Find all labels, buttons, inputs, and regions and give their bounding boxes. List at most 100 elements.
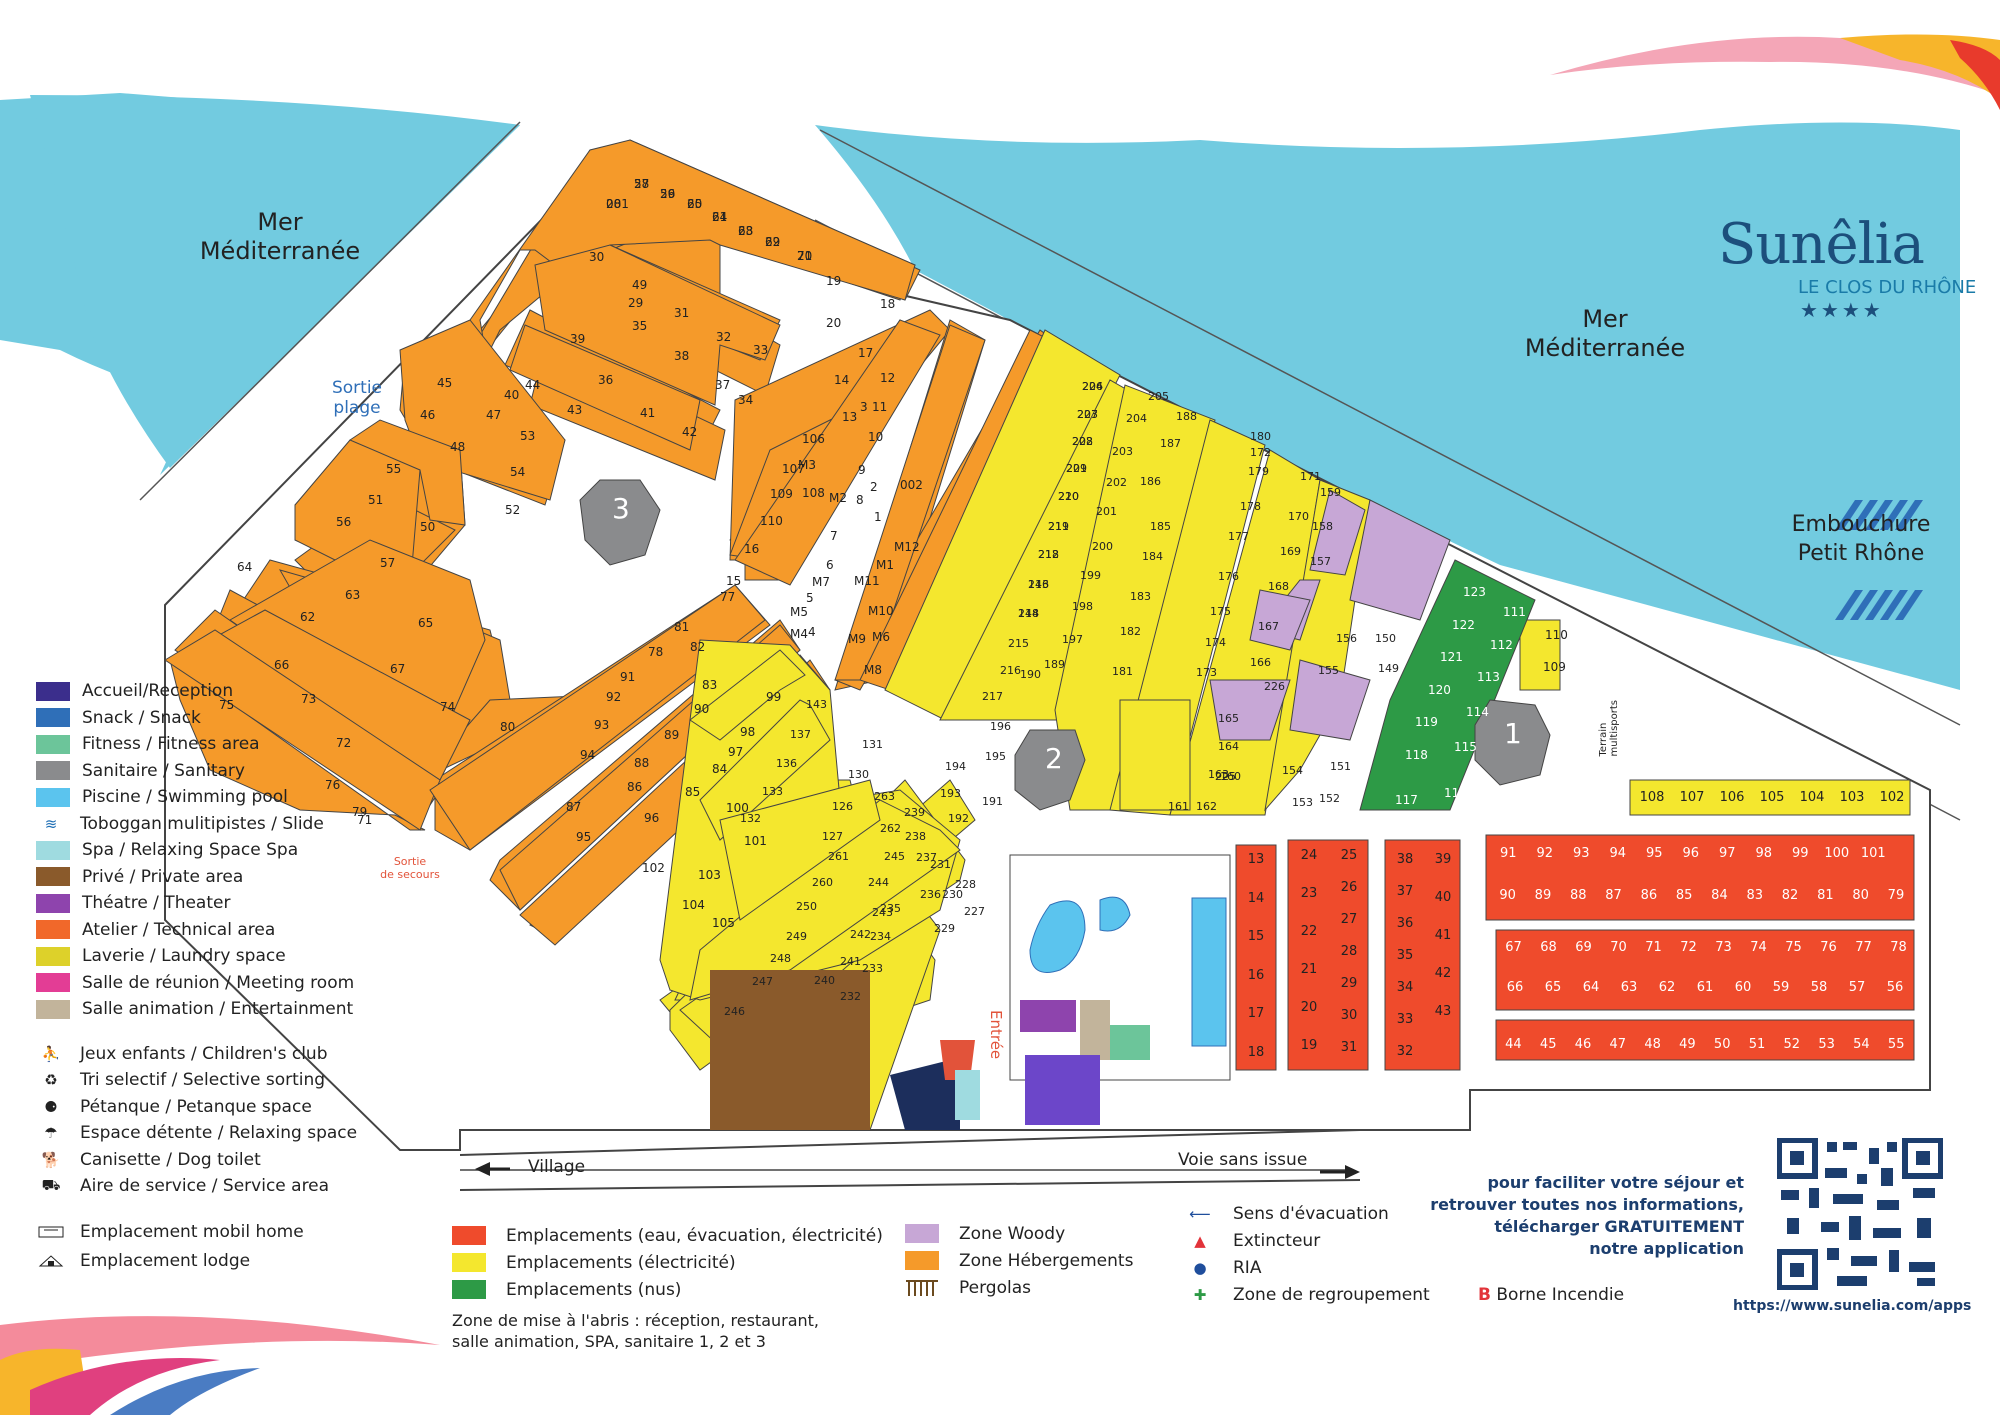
pitch-orange[interactable]: 53 xyxy=(520,429,536,443)
pitch-red[interactable]: 48 xyxy=(1644,1037,1661,1052)
pitch-yellow[interactable]: 260 xyxy=(812,876,833,889)
pitch-orange[interactable]: 78 xyxy=(648,645,664,659)
pitch-orange[interactable]: 13 xyxy=(842,410,858,424)
pitch-orange[interactable]: 26 xyxy=(660,187,676,201)
pitch-yellow[interactable]: 166 xyxy=(1250,656,1271,669)
pitch-orange[interactable]: 45 xyxy=(437,376,453,390)
pitch-orange[interactable]: 002 xyxy=(900,478,923,492)
pitch-orange[interactable]: 89 xyxy=(664,728,680,742)
pitch-yellow[interactable]: 146 xyxy=(1028,578,1049,591)
pitch-yellow[interactable]: 204 xyxy=(1126,412,1147,425)
pitch-orange[interactable]: 104 xyxy=(682,898,705,912)
pitch-orange[interactable]: M2 xyxy=(829,491,847,505)
pitch-green[interactable]: 112 xyxy=(1490,638,1513,652)
pitch-green[interactable]: 113 xyxy=(1477,670,1500,684)
pitch-yellow[interactable]: 226 xyxy=(1264,680,1285,693)
pitch-orange[interactable]: 73 xyxy=(301,692,317,706)
pitch-yellow[interactable]: 181 xyxy=(1112,665,1133,678)
pitch-yellow[interactable]: 182 xyxy=(1120,625,1141,638)
pitch-red[interactable]: 89 xyxy=(1534,888,1552,903)
pitch-orange[interactable]: 34 xyxy=(738,393,754,407)
pitch-yellow[interactable]: 109 xyxy=(1543,660,1566,674)
pitch-red[interactable]: 41 xyxy=(1434,928,1452,943)
pitch-orange[interactable]: 29 xyxy=(628,296,644,310)
pitch-yellow[interactable]: 183 xyxy=(1130,590,1151,603)
pitch-yellow[interactable]: 262 xyxy=(880,822,901,835)
pitch-orange[interactable]: 8 xyxy=(856,493,864,507)
pitch-yellow[interactable]: 238 xyxy=(905,830,926,843)
pitch-orange[interactable]: 63 xyxy=(345,588,361,602)
pitch-yellow[interactable]: 199 xyxy=(1080,569,1101,582)
pitch-yellow[interactable]: 203 xyxy=(1112,445,1133,458)
pitch-orange[interactable]: 88 xyxy=(634,756,650,770)
pitch-green[interactable]: 123 xyxy=(1463,585,1486,599)
pitch-yellow[interactable]: 211 xyxy=(1048,520,1069,533)
pitch-red[interactable]: 101 xyxy=(1860,846,1886,861)
pitch-yellow[interactable]: 155 xyxy=(1318,664,1339,677)
pitch-orange[interactable]: 39 xyxy=(570,332,586,346)
pitch-orange[interactable]: 67 xyxy=(390,662,406,676)
pitch-red[interactable]: 82 xyxy=(1781,888,1799,903)
pitch-orange[interactable]: 23 xyxy=(738,224,754,238)
pitch-red[interactable]: 71 xyxy=(1645,940,1662,955)
pitch-red[interactable]: 32 xyxy=(1396,1044,1414,1059)
pitch-red[interactable]: 68 xyxy=(1540,940,1557,955)
pitch-orange[interactable]: 62 xyxy=(300,610,316,624)
pitch-orange[interactable]: 75 xyxy=(219,698,235,712)
pitch-red[interactable]: 70 xyxy=(1610,940,1627,955)
pitch-orange[interactable]: 81 xyxy=(674,620,690,634)
pitch-yellow[interactable]: 165 xyxy=(1218,712,1239,725)
pitch-yellow[interactable]: 261 xyxy=(828,850,849,863)
pitch-orange[interactable]: 30 xyxy=(589,250,605,264)
pitch-red[interactable]: 97 xyxy=(1718,846,1736,861)
pitch-red[interactable]: 92 xyxy=(1536,846,1554,861)
pitch-orange[interactable]: 91 xyxy=(620,670,636,684)
pitch-yellow[interactable]: 250 xyxy=(796,900,817,913)
pitch-yellow[interactable]: 105 xyxy=(1759,790,1785,805)
pitch-orange[interactable]: 37 xyxy=(715,378,731,392)
pitch-yellow[interactable]: 160 xyxy=(1220,770,1241,783)
pitch-orange[interactable]: 12 xyxy=(880,371,896,385)
pitch-red[interactable]: 65 xyxy=(1544,980,1562,995)
pitch-green[interactable]: 114 xyxy=(1466,705,1489,719)
pitch-yellow[interactable]: 180 xyxy=(1250,430,1271,443)
pitch-orange[interactable]: 42 xyxy=(682,425,698,439)
pitch-orange[interactable]: 21 xyxy=(797,249,813,263)
pitch-yellow[interactable]: 221 xyxy=(1066,462,1087,475)
pitch-orange[interactable]: 4 xyxy=(808,625,816,639)
pitch-yellow[interactable]: 196 xyxy=(990,720,1011,733)
pitch-yellow[interactable]: 240 xyxy=(814,974,835,987)
app-url[interactable]: https://www.sunelia.com/apps xyxy=(1733,1298,1972,1314)
pitch-orange[interactable]: 28 xyxy=(606,197,622,211)
pitch-orange[interactable]: M11 xyxy=(854,574,880,588)
pitch-red[interactable]: 67 xyxy=(1505,940,1522,955)
pitch-yellow[interactable]: 184 xyxy=(1142,550,1163,563)
pitch-yellow[interactable]: 149 xyxy=(1378,662,1399,675)
pitch-yellow[interactable]: 212 xyxy=(1038,548,1059,561)
pitch-yellow[interactable]: 161 xyxy=(1168,800,1189,813)
pitch-red[interactable]: 52 xyxy=(1783,1037,1801,1052)
pitch-yellow[interactable]: 220 xyxy=(1058,490,1079,503)
pitch-orange[interactable]: 94 xyxy=(580,748,596,762)
pitch-red[interactable]: 23 xyxy=(1300,886,1318,901)
pitch-orange[interactable]: 57 xyxy=(380,556,396,570)
pitch-orange[interactable]: 55 xyxy=(386,462,402,476)
pitch-yellow[interactable]: 219 xyxy=(1048,520,1069,533)
pitch-yellow[interactable]: 163 xyxy=(1208,768,1229,781)
pitch-orange[interactable]: 76 xyxy=(325,778,341,792)
pitch-orange[interactable]: 85 xyxy=(685,785,701,799)
pitch-orange[interactable]: 69 xyxy=(765,235,781,249)
pitch-red[interactable]: 45 xyxy=(1539,1037,1557,1052)
pitch-yellow[interactable]: 137 xyxy=(790,728,811,741)
pitch-red[interactable]: 13 xyxy=(1247,852,1265,867)
pitch-orange[interactable]: 71 xyxy=(357,813,373,827)
pitch-yellow[interactable]: 234 xyxy=(870,930,891,943)
pitch-red[interactable]: 99 xyxy=(1791,846,1809,861)
pitch-yellow[interactable]: 148 xyxy=(1018,607,1039,620)
pitch-yellow[interactable]: 106 xyxy=(1719,790,1745,805)
pitch-orange[interactable]: 17 xyxy=(858,346,874,360)
pitch-orange[interactable]: 105 xyxy=(712,916,735,930)
pitch-red[interactable]: 58 xyxy=(1810,980,1828,995)
pitch-red[interactable]: 46 xyxy=(1574,1037,1592,1052)
pitch-yellow[interactable]: 192 xyxy=(948,812,969,825)
